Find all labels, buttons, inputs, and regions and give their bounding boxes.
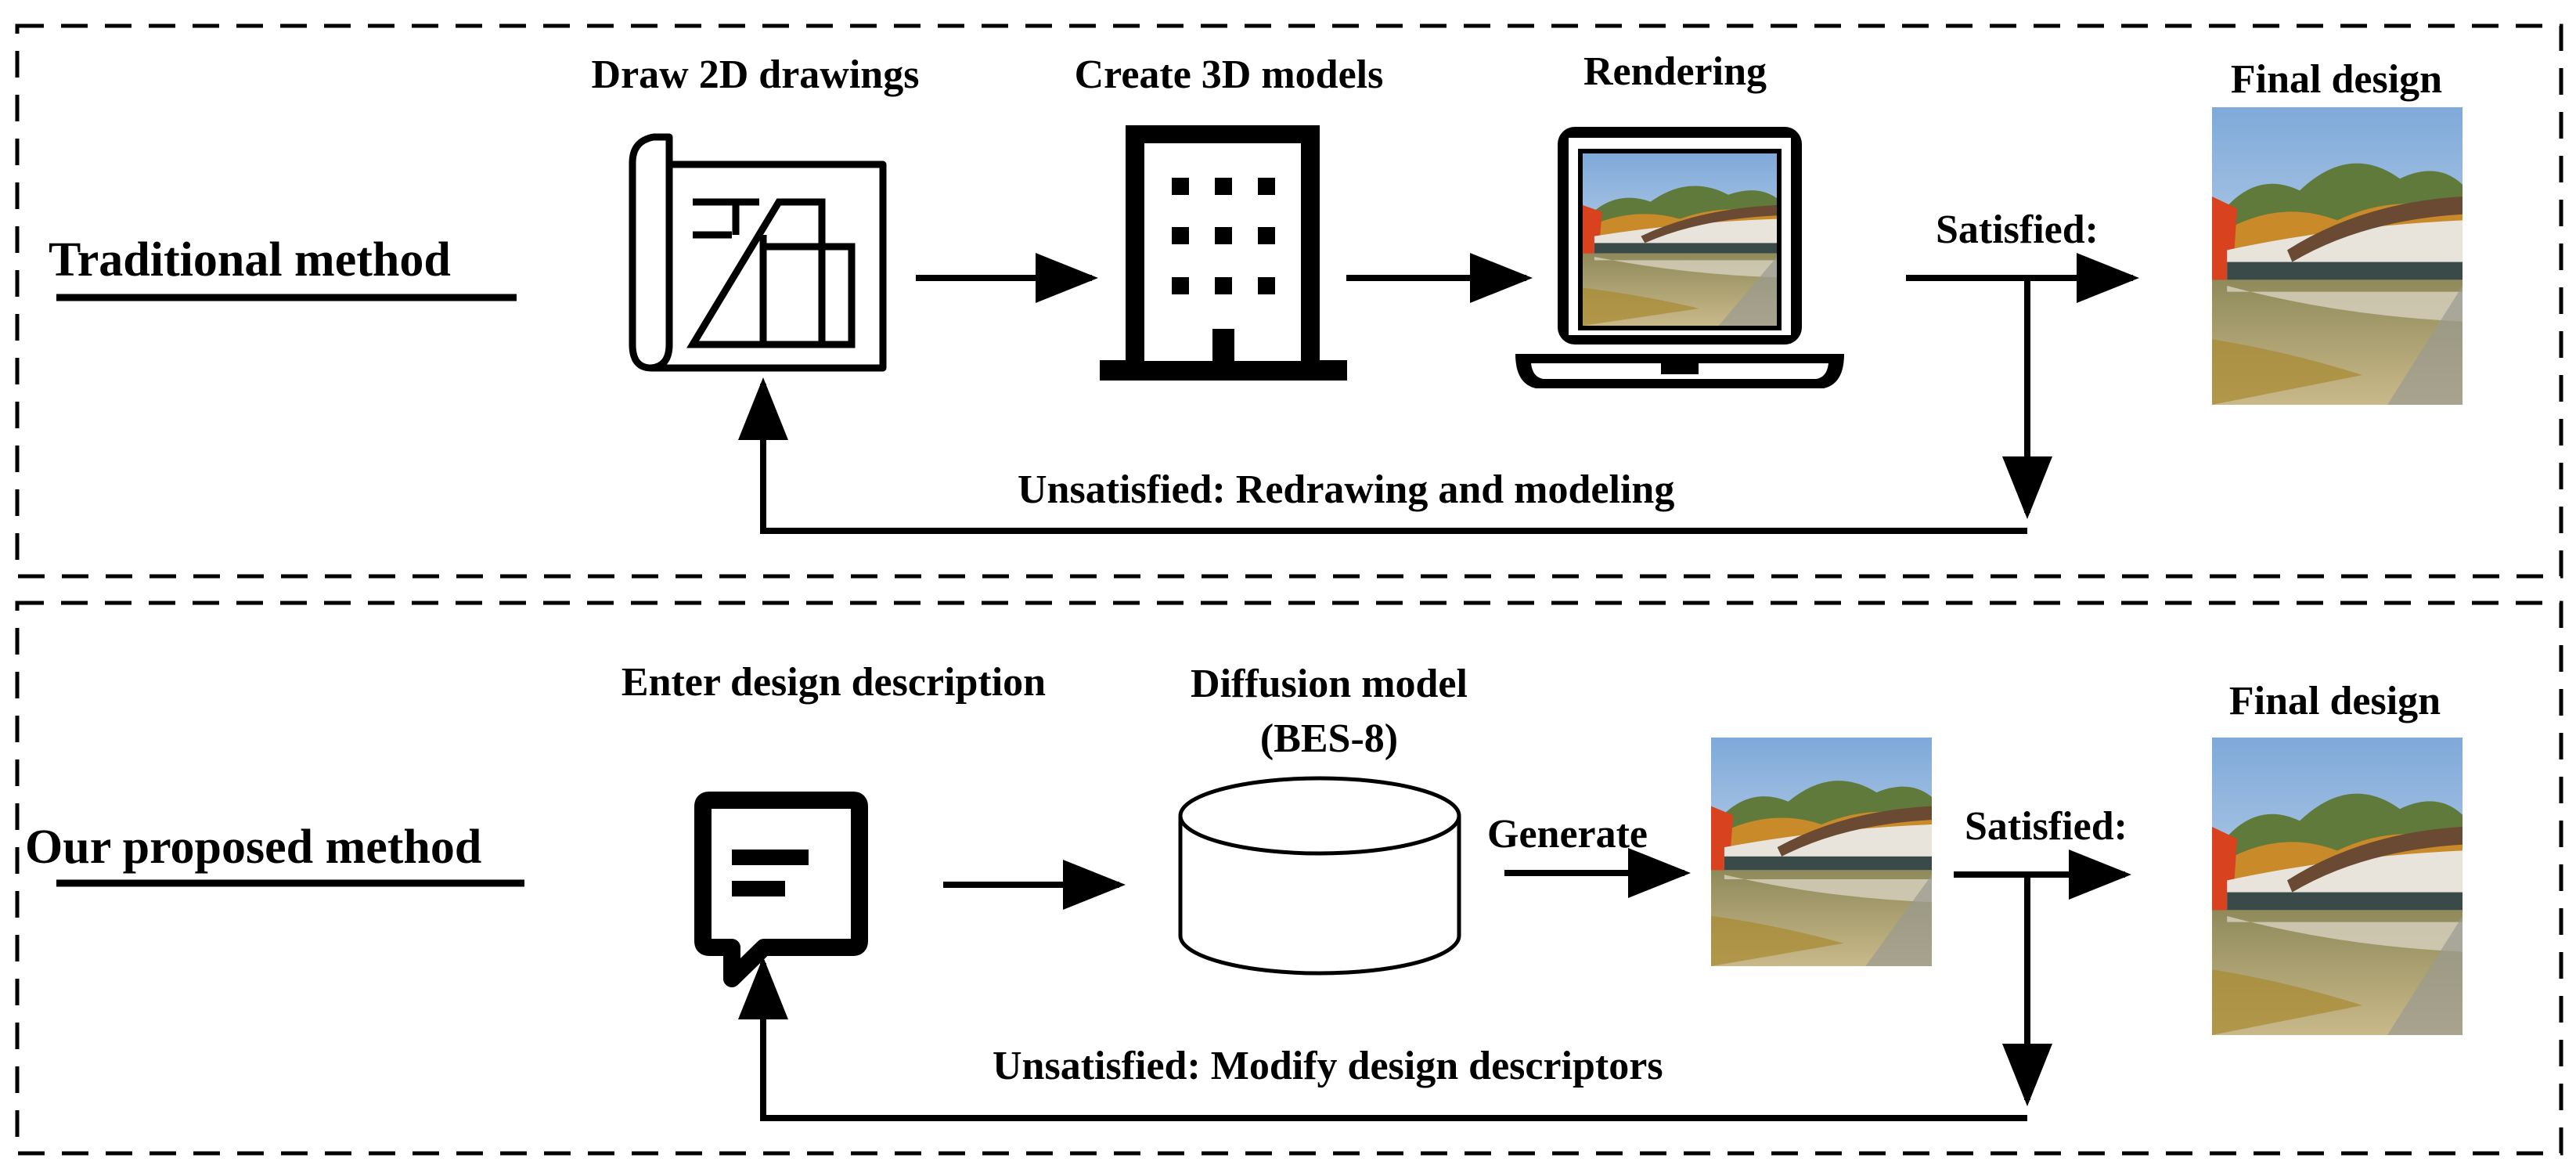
- generate-label: Generate: [1487, 812, 1648, 857]
- proposed-frame: [15, 601, 2563, 1156]
- proposed-satisfied-label: Satisfied:: [1965, 804, 2127, 849]
- traditional-final-label: Final design: [2231, 57, 2442, 102]
- proposed-title: Our proposed method: [25, 821, 481, 874]
- proposed-unsatisfied-label: Unsatisfied: Modify design descriptors: [993, 1044, 1663, 1088]
- generated-image: [1711, 738, 1932, 966]
- proposed-final-label: Final design: [2229, 679, 2441, 723]
- traditional-final-image: [2212, 107, 2463, 405]
- proposed-final-image: [2212, 738, 2463, 1035]
- step-describe-label: Enter design description: [621, 660, 1046, 705]
- traditional-satisfied-label: Satisfied:: [1936, 207, 2099, 252]
- step-diffusion-label-line1: Diffusion model: [1191, 662, 1468, 706]
- laptop-icon: [1515, 127, 1844, 388]
- step-diffusion-label-line2: (BES-8): [1260, 716, 1398, 761]
- blueprint-icon: [629, 133, 887, 372]
- step-draw-label: Draw 2D drawings: [592, 52, 920, 97]
- arrow-feedback-loop-2: [738, 957, 2027, 1121]
- building-icon: [1100, 125, 1347, 381]
- database-icon: [1178, 776, 1461, 976]
- traditional-frame: [15, 23, 2563, 579]
- traditional-title: Traditional method: [49, 233, 451, 287]
- step-model-label: Create 3D models: [1075, 52, 1384, 97]
- step-render-label: Rendering: [1583, 49, 1767, 94]
- traditional-unsatisfied-label: Unsatisfied: Redrawing and modeling: [1018, 467, 1674, 512]
- arrow-feedback-loop: [738, 377, 2027, 534]
- chat-icon: [694, 792, 868, 987]
